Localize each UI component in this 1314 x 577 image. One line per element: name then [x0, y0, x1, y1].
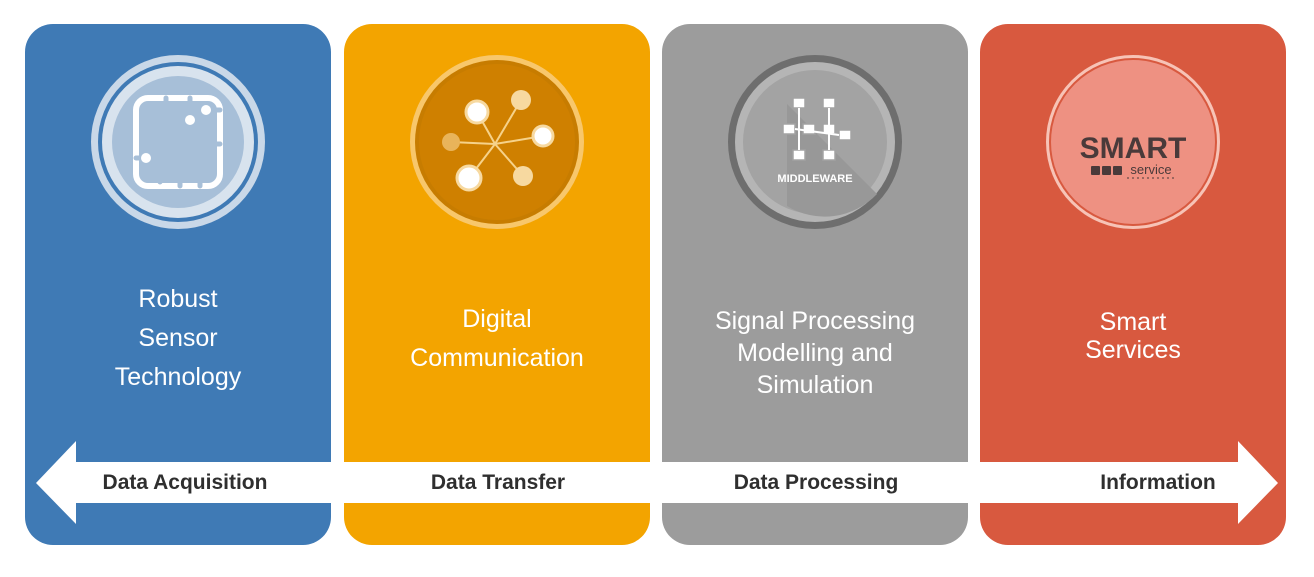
smart-service-logo: SMART service	[1045, 54, 1221, 230]
stage-label-data-acquisition: Data Acquisition	[102, 471, 268, 494]
panel-title-sensor: Robust Sensor Technology	[114, 285, 242, 391]
panel-title-services: Smart Services	[1085, 308, 1181, 364]
stage-label-data-transfer: Data Transfer	[430, 471, 566, 494]
panel-smart-services: SMART service Smart Services	[980, 24, 1286, 545]
network-nodes-icon	[409, 54, 585, 230]
stage-label-data-processing: Data Processing	[733, 471, 899, 494]
middleware-icon-text: MIDDLEWARE	[777, 173, 852, 185]
smart-logo-subtext: service	[1130, 162, 1171, 177]
middleware-icon: MIDDLEWARE	[727, 54, 903, 230]
panel-signal-processing: MIDDLEWARE Signal Processing Modelling a…	[662, 24, 968, 545]
circuit-chip-icon	[90, 54, 266, 230]
smart-logo-text: SMART	[1080, 132, 1187, 165]
panel-robust-sensor-technology: Robust Sensor Technology	[25, 24, 331, 545]
panel-title-communication: Digital Communication	[410, 305, 584, 372]
panel-digital-communication: Digital Communication	[344, 24, 650, 545]
stage-label-information: Information	[1100, 471, 1216, 494]
panel-title-processing: Signal Processing Modelling and Simulati…	[714, 307, 916, 399]
